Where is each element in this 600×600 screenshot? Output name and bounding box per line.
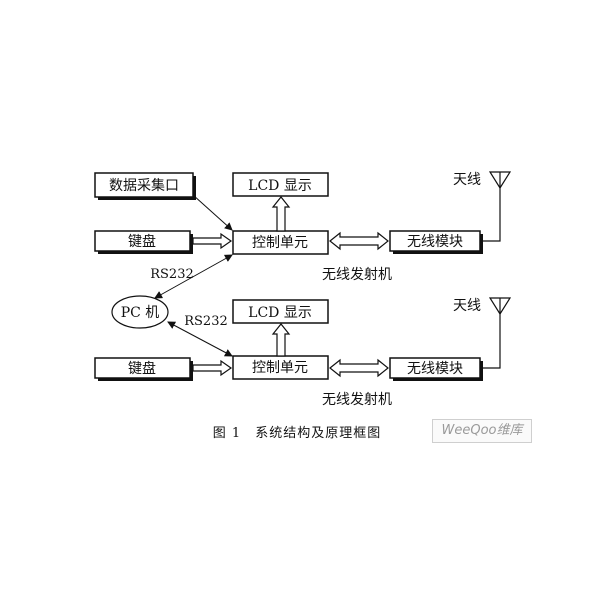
pc-node: PC 机	[111, 295, 169, 329]
control-wireless-double-arrow-bottom	[329, 358, 389, 378]
data-acquisition-box: 数据采集口	[94, 172, 196, 200]
rs232-label-bottom: RS232	[184, 314, 228, 329]
wireless-module-label-top: 无线模块	[407, 234, 463, 250]
keyboard-box-top: 键盘	[94, 230, 193, 254]
pc-to-control-link-bottom	[167, 321, 233, 357]
keyboard-box-bottom: 键盘	[94, 357, 193, 381]
keyboard-to-control-arrow-top	[192, 232, 233, 250]
control-unit-box-bottom: 控制单元	[232, 355, 329, 380]
top-transmitter: 数据采集口 键盘 LCD 显示 控制单元 无线模块	[94, 171, 512, 283]
keyboard-label-top: 键盘	[128, 233, 156, 250]
lcd-box-bottom: LCD 显示	[232, 299, 329, 324]
control-to-lcd-arrow-top	[271, 196, 291, 232]
antenna-label-bottom: 天线	[453, 298, 481, 314]
antenna-icon-bottom	[480, 297, 512, 369]
antenna-label-top: 天线	[453, 172, 481, 188]
control-to-lcd-arrow-bottom	[271, 323, 291, 357]
transmitter-caption-bottom: 无线发射机	[322, 392, 392, 408]
figure-caption: 图 1 系统结构及原理框图	[213, 426, 381, 441]
watermark-logo: WeeQoo维库	[432, 419, 532, 443]
control-unit-label-top: 控制单元	[252, 235, 308, 251]
control-unit-box-top: 控制单元	[232, 230, 329, 255]
wireless-module-label-bottom: 无线模块	[407, 361, 463, 377]
data-to-control-line	[192, 194, 233, 231]
data-acquisition-label: 数据采集口	[109, 177, 179, 194]
antenna-icon-top	[480, 171, 512, 242]
lcd-label-bottom: LCD 显示	[248, 305, 312, 321]
wireless-module-box-bottom: 无线模块	[389, 357, 483, 381]
keyboard-label-bottom: 键盘	[128, 360, 156, 377]
lcd-box-top: LCD 显示	[232, 172, 329, 197]
wireless-module-box-top: 无线模块	[389, 230, 483, 254]
pc-label: PC 机	[121, 305, 160, 321]
pc-to-control-link-top	[154, 254, 233, 299]
control-wireless-double-arrow-top	[329, 231, 389, 251]
lcd-label-top: LCD 显示	[248, 178, 312, 194]
keyboard-to-control-arrow-bottom	[192, 359, 233, 377]
control-unit-label-bottom: 控制单元	[252, 360, 308, 376]
transmitter-caption-top: 无线发射机	[322, 267, 392, 283]
bottom-transmitter: RS232 LCD 显示 键盘 控制单元 无线模块	[94, 297, 512, 408]
